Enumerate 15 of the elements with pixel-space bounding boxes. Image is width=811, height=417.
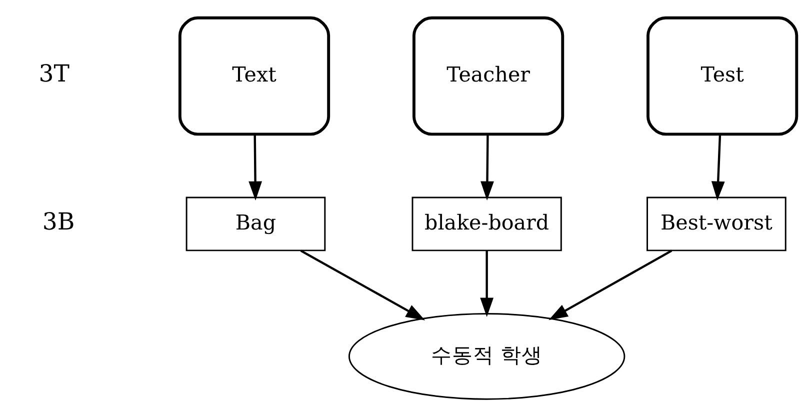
node-box: blake-board: [412, 196, 562, 252]
arrow: [548, 250, 672, 320]
arrow: [480, 134, 494, 201]
arrow: [711, 134, 725, 201]
node-box: Bag: [186, 196, 326, 252]
label: 3T: [38, 60, 70, 88]
node-ellipse: 수동적 학생: [348, 313, 626, 400]
arrow: [300, 250, 426, 320]
node-box: Best-worst: [646, 196, 786, 252]
arrow: [248, 134, 262, 201]
node-box: Teacher: [412, 16, 564, 136]
node-box: Test: [646, 16, 798, 136]
arrow: [480, 251, 494, 317]
node-box: Text: [178, 16, 330, 136]
label: 3B: [42, 208, 75, 236]
